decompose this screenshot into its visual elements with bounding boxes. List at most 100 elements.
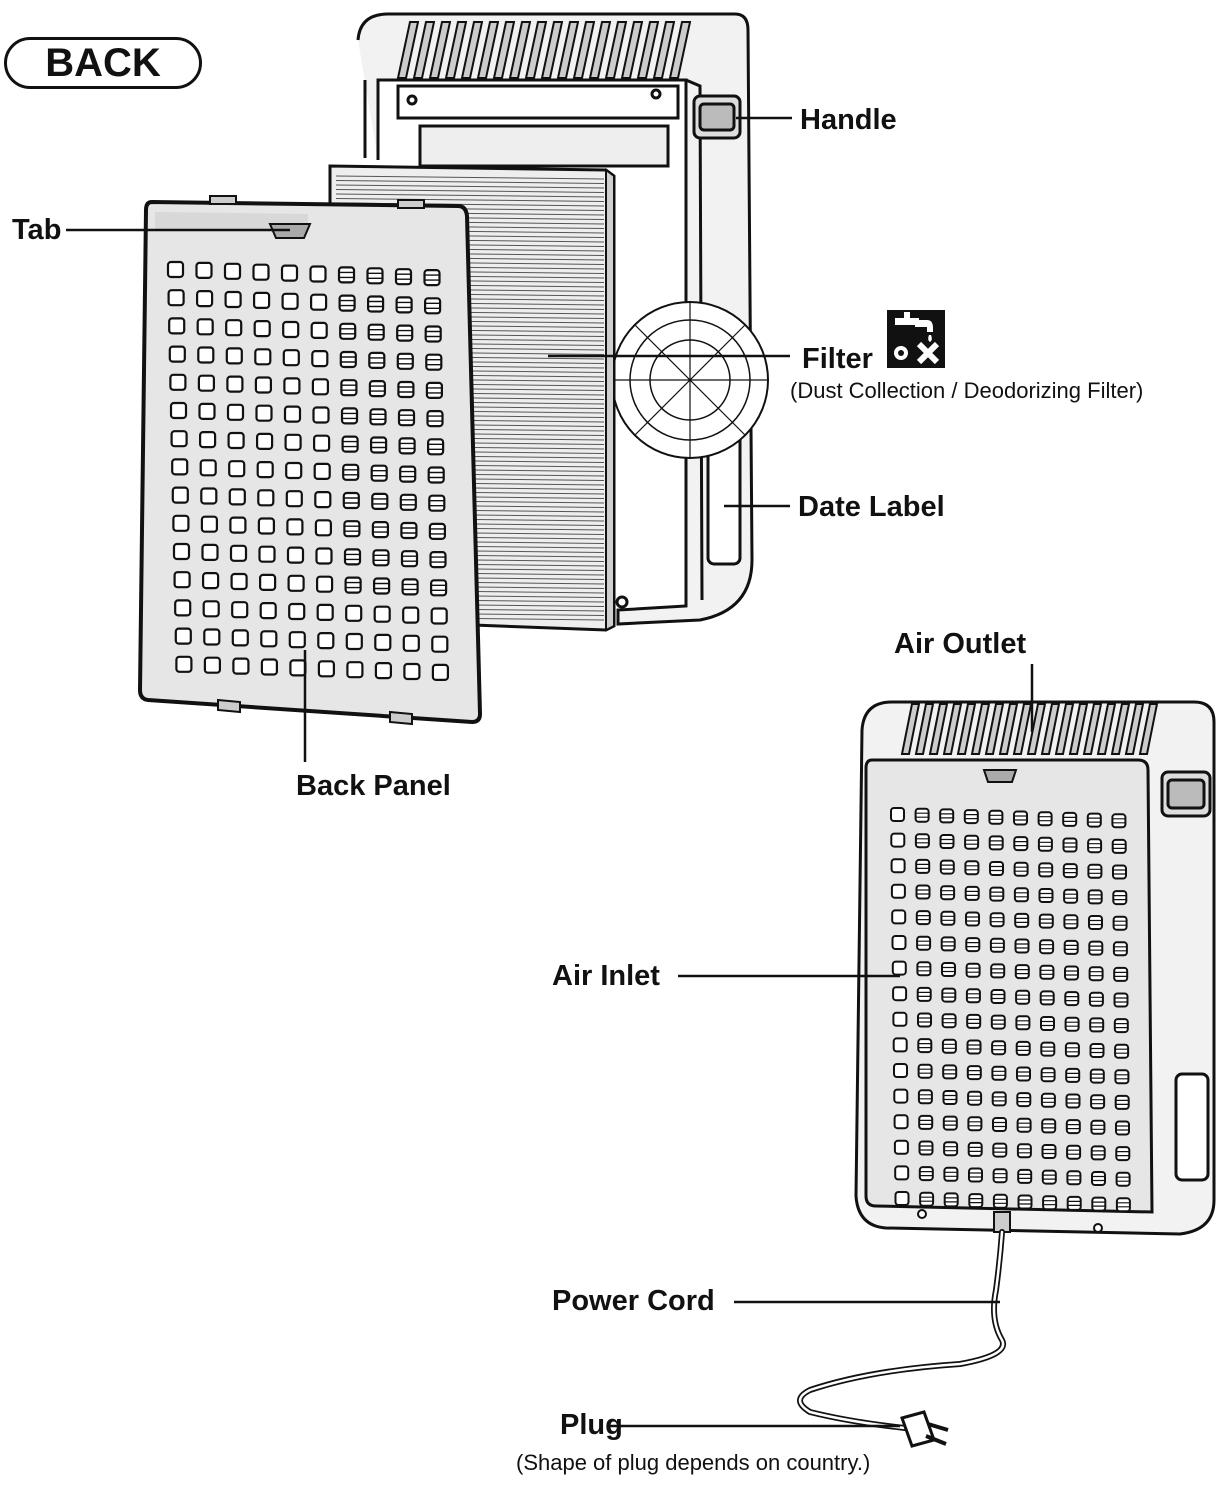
panel-vent (373, 605, 391, 623)
inlet-vent-slat (1063, 816, 1077, 822)
purifier-assembled (854, 700, 1216, 1236)
inlet-vent-slat (967, 1044, 981, 1050)
label-plug: Plug (560, 1409, 623, 1441)
air-outlet-grille (396, 21, 692, 79)
panel-vent (257, 489, 275, 507)
panel-vent-slat (396, 301, 412, 309)
inlet-vent (1089, 1043, 1105, 1058)
inlet-vent (893, 1088, 909, 1104)
inlet-vent-slat (940, 864, 954, 870)
inlet-vent-slat (965, 839, 979, 845)
inlet-vent-slat (918, 1068, 932, 1074)
inlet-vent (1042, 1195, 1058, 1211)
inlet-vent (1063, 888, 1079, 904)
inlet-vent (892, 1037, 908, 1053)
outlet-fin (1096, 703, 1117, 755)
panel-vent-slat (425, 330, 441, 338)
panel-vent-slat (370, 413, 386, 420)
inlet-vent-slat (1017, 1097, 1031, 1103)
inlet-vent (1041, 1144, 1057, 1159)
inlet-vent (989, 861, 1004, 876)
label-filter: Filter (802, 343, 873, 375)
panel-vent (174, 599, 192, 617)
panel-vent (311, 350, 329, 368)
inlet-vent (1090, 1119, 1106, 1135)
panel-vent (341, 435, 359, 453)
inlet-vent-slat (989, 814, 1003, 820)
inlet-vent (992, 1168, 1008, 1184)
leader-lines (66, 116, 1034, 1428)
inlet-vent (1091, 1196, 1107, 1212)
panel-vent (345, 604, 363, 622)
inlet-vent-slat (990, 891, 1004, 897)
inlet-vent (1013, 810, 1028, 826)
panel-vent (200, 487, 218, 505)
panel-vent (340, 407, 359, 425)
panel-vent (368, 380, 386, 398)
inlet-vent (893, 1139, 909, 1155)
inlet-vent (1014, 964, 1030, 980)
panel-vent (367, 323, 385, 341)
inlet-vent-slat (1041, 1046, 1055, 1052)
panel-vent (231, 629, 249, 647)
inlet-vent-slat (944, 1197, 958, 1203)
inlet-vent (967, 1116, 983, 1132)
inlet-vent-slat (1065, 1047, 1079, 1053)
panel-vent-slat (339, 299, 355, 307)
panel-vent-slat (372, 526, 388, 533)
filter-pleat (335, 180, 605, 184)
inlet-vent-slat (1015, 943, 1029, 949)
panel-vent (431, 635, 449, 653)
panel-vent-slat (343, 497, 359, 504)
purifier-body-open (356, 12, 769, 626)
inlet-vent-slat (993, 1147, 1007, 1153)
inlet-vent-slat (943, 1069, 957, 1075)
outlet-fin (508, 21, 532, 79)
panel-vent (399, 465, 417, 483)
panel-vent (287, 574, 305, 592)
inlet-vent-slat (1063, 842, 1077, 848)
inlet-vent (989, 886, 1005, 902)
inlet-vent-slat (1112, 843, 1126, 849)
panel-vent (316, 603, 334, 622)
inlet-vent-slat (1017, 1071, 1030, 1077)
inlet-vent (1064, 991, 1080, 1007)
inlet-vent (1040, 1067, 1056, 1083)
inlet-vent (893, 1063, 908, 1078)
panel-vent-slat (374, 582, 390, 590)
panel-vent (226, 375, 244, 393)
panel-vent (343, 520, 361, 538)
inlet-vent (1041, 1169, 1057, 1185)
panel-vent-slat (373, 554, 389, 561)
inlet-vent-slat (1041, 1097, 1055, 1103)
panel-vent (400, 521, 418, 540)
inlet-vent-slat (1114, 1023, 1128, 1029)
inlet-vent (1115, 1146, 1131, 1162)
panel-vent (281, 292, 299, 310)
inlet-vent-slat (1038, 816, 1052, 822)
panel-vent (342, 463, 360, 481)
inlet-vent-slat (1090, 1022, 1104, 1028)
inlet-vent-slat (992, 1045, 1006, 1051)
power-cord-inner (798, 1230, 1005, 1430)
inlet-vent (917, 1012, 932, 1028)
inlet-vent (914, 807, 930, 823)
panel-vent (283, 405, 302, 423)
inlet-vent (967, 1090, 983, 1106)
panel-vent-slat (430, 556, 446, 563)
inlet-vent (966, 1013, 982, 1029)
panel-vent-slat (368, 300, 384, 308)
panel-vent (259, 601, 277, 620)
panel-vent-slat (398, 386, 414, 393)
panel-vent (339, 350, 357, 369)
inlet-vent (894, 1191, 910, 1206)
outlet-fin (1068, 703, 1089, 755)
inlet-vent (1112, 890, 1128, 906)
panel-vent-slat (342, 440, 358, 448)
label-filter-note: (Dust Collection / Deodorizing Filter) (790, 378, 1144, 403)
panel-vent-slat (344, 525, 360, 532)
panel-vent (371, 520, 389, 539)
panel-vent-slat (345, 581, 361, 589)
inlet-vent (1040, 1041, 1056, 1057)
inlet-vent (1016, 1117, 1032, 1133)
